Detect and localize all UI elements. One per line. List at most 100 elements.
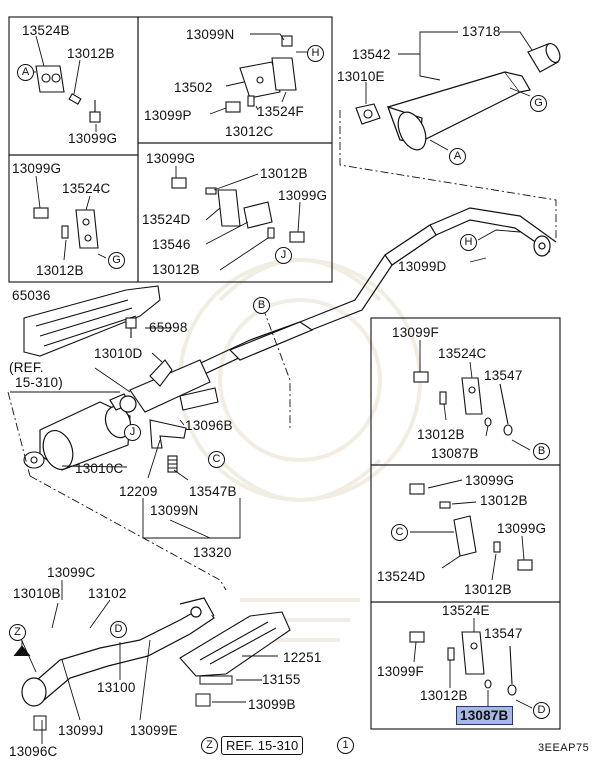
part-label-p13099G-a[interactable]: 13099G — [68, 131, 118, 146]
part-label-p13012B-b[interactable]: 13012B — [36, 263, 84, 278]
pin-13012B-e — [439, 391, 447, 405]
part-label-p13012B-c[interactable]: 13012B — [260, 166, 308, 181]
part-label-p13524C-b[interactable]: 13524C — [438, 346, 487, 361]
part-label-p13547-a[interactable]: 13547 — [484, 368, 523, 383]
part-label-p13012B-f[interactable]: 13012B — [480, 493, 528, 508]
part-label-p13099C[interactable]: 13099C — [47, 565, 96, 580]
part-label-p13547B[interactable]: 13547B — [189, 484, 237, 499]
hanger-13524E — [461, 631, 485, 675]
rod-13547-a — [499, 383, 509, 425]
hanger-13524F — [271, 57, 297, 91]
callout-c-D2: D — [533, 702, 550, 719]
part-label-p13012B-a[interactable]: 13012B — [67, 46, 115, 61]
callout-c-Z1: Z — [9, 624, 26, 641]
part-label-p13096C[interactable]: 13096C — [9, 744, 58, 759]
part-label-p13524D-a[interactable]: 13524D — [142, 212, 191, 227]
part-label-p13524B-a[interactable]: 13524B — [22, 23, 70, 38]
callout-c-C1: C — [208, 451, 225, 468]
reference-box[interactable]: REF. 15-310 — [221, 736, 304, 755]
part-label-p13547-b[interactable]: 13547 — [484, 626, 523, 641]
part-label-p13524C-a[interactable]: 13524C — [62, 181, 111, 196]
gasket-13010E — [355, 103, 381, 125]
part-label-p13524E[interactable]: 13524E — [442, 603, 490, 618]
bolt-13099F-b — [409, 631, 425, 643]
part-label-p13012B-g[interactable]: 13012B — [464, 582, 512, 597]
part-label-p13087B-a[interactable]: 13087B — [431, 446, 479, 461]
part-label-p13099N-b[interactable]: 13099N — [150, 503, 199, 518]
part-label-p12251[interactable]: 12251 — [283, 650, 322, 665]
hanger-13524D-b — [453, 515, 477, 557]
bolt-13099F-a — [413, 371, 429, 383]
part-label-p13099B[interactable]: 13099B — [248, 697, 296, 712]
pin-13012B-g — [493, 541, 501, 553]
pin-13012C — [247, 95, 255, 107]
part-label-p13099N-a[interactable]: 13099N — [186, 27, 235, 42]
bolt-13099G-d — [289, 231, 305, 243]
bolt-13099P — [225, 101, 241, 113]
nut-13096C — [33, 715, 47, 731]
part-label-p13099G-c[interactable]: 13099G — [146, 151, 196, 166]
part-label-p13010D[interactable]: 13010D — [94, 346, 143, 361]
part-label-p13012B-h[interactable]: 13012B — [420, 688, 468, 703]
part-label-p13546[interactable]: 13546 — [152, 237, 191, 252]
part-label-p13012B-e[interactable]: 13012B — [417, 427, 465, 442]
part-label-p13096B[interactable]: 13096B — [185, 418, 233, 433]
part-label-p13099F-a[interactable]: 13099F — [392, 325, 439, 340]
pin-13012B-d — [267, 227, 275, 239]
bolt-13099G-f — [517, 559, 533, 571]
washer-13087B-b — [484, 679, 492, 689]
callout-c-1: 1 — [337, 737, 354, 754]
part-label-p13100[interactable]: 13100 — [97, 680, 136, 695]
part-label-p13099D[interactable]: 13099D — [398, 259, 447, 274]
part-label-p65998[interactable]: 65998 — [149, 320, 188, 335]
part-label-p13718[interactable]: 13718 — [462, 24, 501, 39]
part-label-p13099G-f[interactable]: 13099G — [497, 521, 547, 536]
highlighted-part-13087B[interactable]: 13087B — [456, 706, 513, 725]
part-label-p13099F-b[interactable]: 13099F — [377, 664, 424, 679]
heat-protector-65036 — [23, 285, 161, 357]
part-label-p13099G-d[interactable]: 13099G — [278, 188, 328, 203]
main-muffler — [387, 71, 531, 151]
bolt-13099G-a — [89, 100, 101, 123]
part-label-p13099J[interactable]: 13099J — [58, 723, 104, 738]
callout-c-C2: C — [391, 524, 408, 541]
bracket-13155 — [199, 675, 233, 685]
part-label-p13099P[interactable]: 13099P — [144, 108, 192, 123]
callout-c-D1: D — [110, 621, 127, 638]
part-label-pREF2[interactable]: 15-310) — [15, 375, 63, 390]
part-label-p13524F[interactable]: 13524F — [257, 104, 304, 119]
part-label-p13320[interactable]: 13320 — [193, 545, 232, 560]
inset-box-7 — [370, 601, 561, 730]
callout-c-B1: B — [253, 297, 270, 314]
callout-c-Z2: Z — [201, 737, 218, 754]
part-label-p13010C[interactable]: 13010C — [75, 461, 124, 476]
part-label-p13502[interactable]: 13502 — [174, 80, 213, 95]
bolt-13547B — [167, 455, 178, 473]
pin-13012B-h — [447, 647, 455, 661]
catalytic-converter — [39, 393, 137, 471]
part-label-p13102[interactable]: 13102 — [88, 586, 127, 601]
washer-13547-a — [503, 424, 513, 436]
center-pipe — [159, 207, 557, 393]
part-label-p13099E[interactable]: 13099E — [130, 723, 178, 738]
diagram-code: 3EEAP75 — [538, 742, 590, 754]
bolt-13099N-a — [281, 35, 293, 47]
washer-13547-b — [507, 684, 517, 696]
part-label-p12209[interactable]: 12209 — [119, 484, 158, 499]
part-label-p13099G-b[interactable]: 13099G — [12, 161, 62, 176]
part-label-p13010B[interactable]: 13010B — [13, 586, 61, 601]
part-label-p13155[interactable]: 13155 — [262, 672, 301, 687]
part-label-pREF1[interactable]: (REF. — [9, 360, 44, 375]
part-label-p13012B-d[interactable]: 13012B — [152, 262, 200, 277]
callout-c-H1: H — [307, 45, 324, 62]
hanger-13524D-a — [217, 189, 241, 227]
part-label-p13542[interactable]: 13542 — [352, 47, 391, 62]
part-label-p13524D-b[interactable]: 13524D — [377, 569, 426, 584]
bolt-13099G-e — [409, 483, 425, 495]
part-label-p13010E[interactable]: 13010E — [337, 69, 385, 84]
part-label-p13012C[interactable]: 13012C — [225, 124, 274, 139]
pin-13012B-f — [439, 501, 451, 509]
part-label-p65036[interactable]: 65036 — [12, 288, 51, 303]
bolt-13099G-c — [171, 177, 187, 189]
part-label-p13099G-e[interactable]: 13099G — [465, 473, 515, 488]
